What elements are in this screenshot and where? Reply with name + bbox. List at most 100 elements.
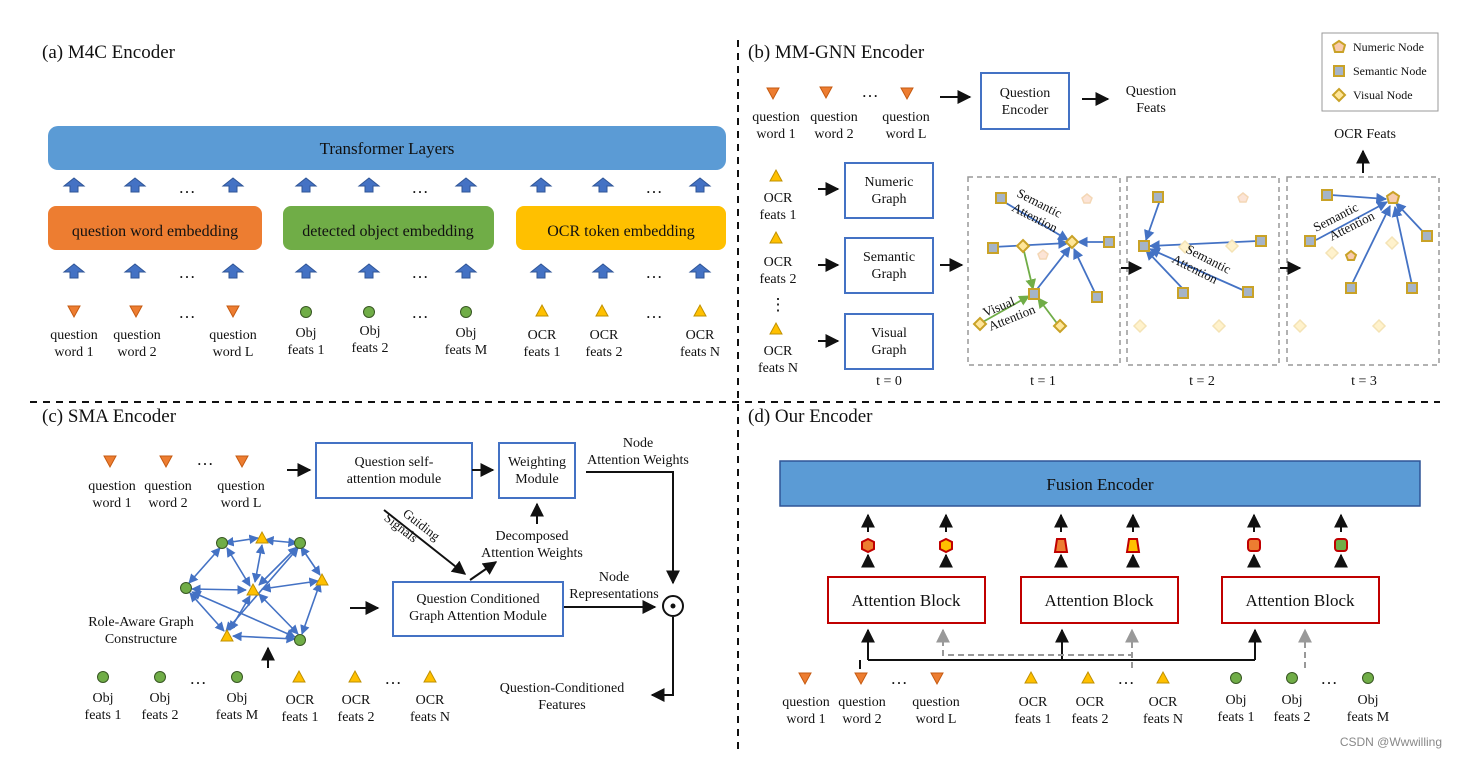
up-arrow-icon [123, 263, 147, 279]
attention-block-2 [1020, 576, 1179, 624]
section-a-title: (a) M4C Encoder [42, 42, 176, 63]
svg-text:t = 0: t = 0 [876, 374, 902, 389]
ocr-triangle-icon [769, 230, 783, 244]
up-arrow-icon [591, 177, 615, 193]
svg-text:…: … [385, 669, 402, 688]
graph-panel-t1 [967, 176, 1121, 366]
question-token-icon [939, 537, 953, 554]
attention-block-3 [1221, 576, 1380, 624]
svg-text:Semantic Node: Semantic Node [1353, 64, 1427, 78]
obj-token-icon [1247, 538, 1261, 552]
svg-text:…: … [862, 82, 879, 101]
ours-routing [859, 628, 1312, 669]
svg-text:SemanticAttention: SemanticAttention [1008, 185, 1068, 235]
ocr-embedding-box [516, 206, 726, 250]
graph-panel-t3 [1286, 176, 1440, 366]
svg-text:t = 3: t = 3 [1351, 374, 1377, 389]
up-arrow-icon [62, 263, 86, 279]
question-embedding-label: question word embedding [72, 223, 238, 240]
transformer-layers-label: Transformer Layers [320, 139, 455, 158]
graph-t3: SemanticAttention [1292, 189, 1433, 334]
up-arrow-icon [62, 177, 86, 193]
object-embedding-label: detected object embedding [302, 223, 473, 240]
up-arrow-icon [688, 263, 712, 279]
ours-token-icons [861, 537, 1348, 554]
up-arrow-icon [529, 263, 553, 279]
up-arrow-icon [454, 177, 478, 193]
question-triangle-icon [129, 305, 143, 319]
semantic-node-icon [1333, 65, 1345, 77]
ocr-token-icon [1053, 538, 1069, 553]
fusion-encoder-band [779, 460, 1421, 507]
up-arrow-icon [294, 263, 318, 279]
question-triangle-icon [900, 87, 914, 101]
svg-text:Attention Block: Attention Block [1245, 591, 1355, 610]
up-arrow-icon [294, 177, 318, 193]
weighting-module-box [498, 442, 576, 499]
svg-text:…: … [891, 669, 908, 688]
section-c-title: (c) SMA Encoder [42, 406, 177, 427]
up-arrow-icon [357, 177, 381, 193]
up-arrow-icon [357, 263, 381, 279]
svg-text:…: … [1118, 669, 1135, 688]
m4c-input-icons [67, 303, 707, 319]
obj-token-icon [1334, 538, 1348, 552]
ours-up-arrows [861, 513, 1348, 568]
object-embedding-box [283, 206, 494, 250]
obj-circle-icon [363, 306, 375, 318]
numeric-graph-box [844, 162, 934, 219]
svg-text:…: … [412, 178, 429, 197]
question-triangle-icon [103, 455, 117, 469]
role-aware-graph [180, 530, 329, 646]
svg-text:⋮: ⋮ [770, 295, 787, 314]
ocr-triangle-icon [595, 303, 609, 317]
svg-text:…: … [646, 303, 663, 322]
transformer-layers-band [48, 126, 726, 170]
up-arrow-icon [221, 177, 245, 193]
guiding-signals-label: GuidingSignals [381, 498, 443, 556]
graph-t2: SemanticAttention [1132, 191, 1267, 334]
svg-text:Visual Node: Visual Node [1353, 88, 1413, 102]
visual-graph-box [844, 313, 934, 370]
graph-panel-t2 [1126, 176, 1280, 366]
up-arrow-icon [591, 263, 615, 279]
svg-text:…: … [179, 303, 196, 322]
time-step-labels: t = 0 t = 1 t = 2 t = 3 [876, 374, 1377, 389]
svg-text:Attention Block: Attention Block [1044, 591, 1154, 610]
svg-text:SemanticAttention: SemanticAttention [1311, 194, 1378, 248]
numeric-node-icon [1331, 39, 1347, 53]
